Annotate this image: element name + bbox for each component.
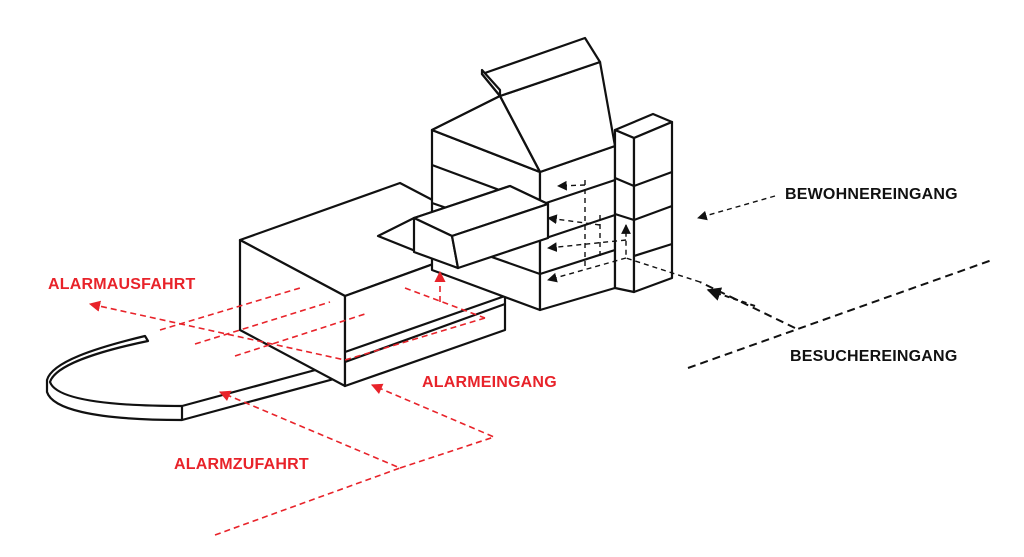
visitor-entrance-label: BESUCHEREINGANG	[790, 348, 958, 365]
alarm-entrance-label: ALARMEINGANG	[422, 374, 557, 391]
alarm-access-road-label: ALARMZUFAHRT	[174, 456, 309, 473]
pedestrian-routes	[547, 180, 993, 369]
alarm-routes	[88, 270, 497, 536]
resident-entrance-label: BEWOHNEREINGANG	[785, 186, 958, 203]
alarm-exit-label: ALARMAUSFAHRT	[48, 276, 196, 293]
